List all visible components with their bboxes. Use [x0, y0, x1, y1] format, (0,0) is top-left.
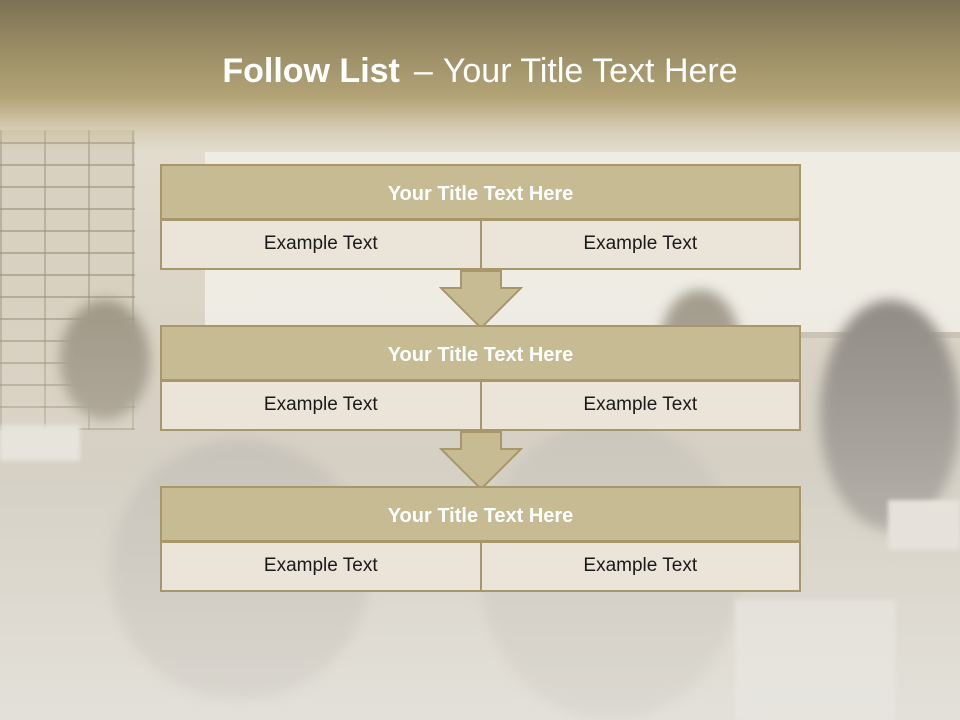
block-title: Your Title Text Here: [160, 164, 801, 220]
block-cell-right: Example Text: [481, 542, 801, 592]
block-cell-left: Example Text: [160, 220, 482, 270]
slide-title: Follow List–Your Title Text Here: [0, 52, 960, 91]
title-dash: –: [413, 52, 433, 90]
block-row: Example Text Example Text: [160, 542, 801, 592]
flow-block-2: Your Title Text Here Example Text Exampl…: [160, 325, 801, 431]
flow-block-1: Your Title Text Here Example Text Exampl…: [160, 164, 801, 270]
down-arrow-icon: [439, 270, 523, 330]
block-title: Your Title Text Here: [160, 325, 801, 381]
block-cell-left: Example Text: [160, 381, 482, 431]
header-band: [0, 0, 960, 150]
block-cell-right: Example Text: [481, 381, 801, 431]
title-bold: Follow List: [222, 52, 400, 90]
block-title: Your Title Text Here: [160, 486, 801, 542]
flow-block-3: Your Title Text Here Example Text Exampl…: [160, 486, 801, 592]
block-cell-left: Example Text: [160, 542, 482, 592]
block-row: Example Text Example Text: [160, 381, 801, 431]
down-arrow-icon: [439, 431, 523, 491]
title-rest: Your Title Text Here: [442, 52, 738, 90]
block-row: Example Text Example Text: [160, 220, 801, 270]
block-cell-right: Example Text: [481, 220, 801, 270]
